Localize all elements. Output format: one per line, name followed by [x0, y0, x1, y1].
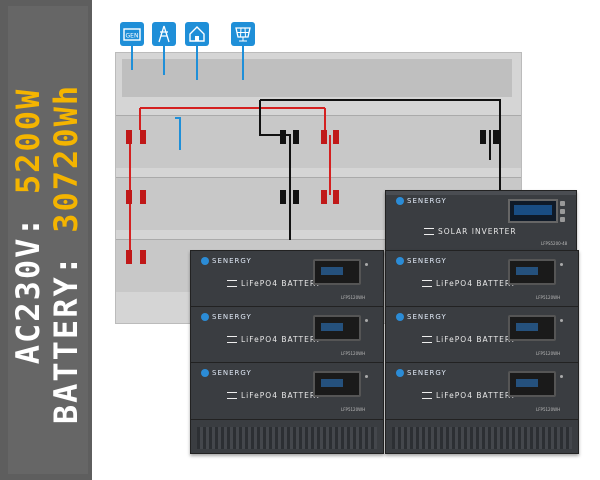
brand-logo-icon: [201, 369, 209, 377]
battery-brand: SENERGY: [201, 257, 252, 265]
battery-brand-text: SENERGY: [212, 369, 252, 377]
black-bus: [260, 99, 501, 190]
battery-led: [560, 319, 563, 322]
battery-led: [560, 375, 563, 378]
inverter-brand: SENERGY: [396, 197, 447, 205]
model-bars-icon: [422, 280, 432, 287]
battery-module: SENERGY LiFePO4 BATTERY LFP5120WH: [190, 362, 384, 420]
inverter-button: [560, 201, 565, 206]
battery-display: [313, 259, 361, 285]
model-bars-icon: [422, 336, 432, 343]
inverter-button: [560, 217, 565, 222]
battery-model-text: LiFePO4 BATTERY: [436, 279, 517, 288]
battery-model-text: LiFePO4 BATTERY: [241, 335, 322, 344]
battery-module: SENERGY LiFePO4 BATTERY LFP5120WH: [190, 250, 384, 308]
battery-model: LiFePO4 BATTERY: [422, 391, 516, 400]
battery-led: [560, 263, 563, 266]
battery-led: [365, 263, 368, 266]
black-chain-left: [259, 100, 291, 240]
battery-brand-text: SENERGY: [407, 369, 447, 377]
gen-icon-label: GEN: [126, 33, 139, 40]
grid-tower-icon: [152, 22, 176, 46]
battery-model: LiFePO4 BATTERY: [422, 279, 516, 288]
battery-brand-text: SENERGY: [212, 313, 252, 321]
battery-code: LFP5120WH: [341, 295, 366, 300]
generator-icon: GEN: [120, 22, 144, 46]
brand-logo-icon: [396, 313, 404, 321]
battery-schematic-row-1: [116, 115, 521, 168]
battery-module: SENERGY LiFePO4 BATTERY LFP5120WH: [385, 250, 579, 308]
battery-model-text: LiFePO4 BATTERY: [241, 391, 322, 400]
battery-code: LFP5120WH: [536, 407, 561, 412]
brand-logo-icon: [201, 313, 209, 321]
inverter-model: SOLAR INVERTER: [424, 227, 517, 236]
battery-brand: SENERGY: [396, 257, 447, 265]
battery-brand: SENERGY: [201, 369, 252, 377]
battery-model: LiFePO4 BATTERY: [227, 391, 321, 400]
battery-model-text: LiFePO4 BATTERY: [436, 335, 517, 344]
house-icon: [185, 22, 209, 46]
battery-model-text: LiFePO4 BATTERY: [436, 391, 517, 400]
inverter-display: [508, 199, 558, 223]
battery-model: LiFePO4 BATTERY: [227, 335, 321, 344]
solar-panel-icon: [231, 22, 255, 46]
brand-logo-icon: [396, 257, 404, 265]
battery-code: LFP5120WH: [536, 351, 561, 356]
battery-code: LFP5120WH: [341, 407, 366, 412]
brand-logo-icon: [201, 257, 209, 265]
model-bars-icon: [424, 228, 434, 235]
inverter-button: [560, 209, 565, 214]
battery-base-vent: [392, 427, 572, 449]
solar-inverter: SENERGY SOLAR INVERTER LFPS5200-48: [385, 190, 577, 254]
battery-brand-text: SENERGY: [407, 257, 447, 265]
inverter-top-edge: [386, 191, 576, 195]
battery-display: [508, 371, 556, 397]
model-bars-icon: [227, 280, 237, 287]
battery-led: [365, 319, 368, 322]
battery-model: LiFePO4 BATTERY: [227, 279, 321, 288]
battery-model: LiFePO4 BATTERY: [422, 335, 516, 344]
battery-module: SENERGY LiFePO4 BATTERY LFP5120WH: [385, 362, 579, 420]
battery-led: [365, 375, 368, 378]
red-drop-top: [139, 108, 326, 130]
model-bars-icon: [422, 392, 432, 399]
terminals: [126, 130, 499, 264]
battery-display: [313, 371, 361, 397]
brand-logo-icon: [396, 369, 404, 377]
spec-banner: AC230V: 5200W BATTERY: 30720Wh: [0, 0, 92, 480]
battery-module: SENERGY LiFePO4 BATTERY LFP5120WH: [385, 306, 579, 364]
inverter-model-text: SOLAR INVERTER: [438, 227, 517, 236]
battery-code: LFP5120WH: [536, 295, 561, 300]
banner-inner: [8, 6, 88, 474]
model-bars-icon: [227, 392, 237, 399]
battery-display: [508, 315, 556, 341]
inverter-code: LFPS5200-48: [541, 241, 568, 246]
battery-brand: SENERGY: [201, 313, 252, 321]
brand-logo-icon: [396, 197, 404, 205]
battery-brand-text: SENERGY: [212, 257, 252, 265]
battery-brand-text: SENERGY: [407, 313, 447, 321]
battery-brand: SENERGY: [396, 369, 447, 377]
model-bars-icon: [227, 336, 237, 343]
battery-module: SENERGY LiFePO4 BATTERY LFP5120WH: [190, 306, 384, 364]
battery-brand: SENERGY: [396, 313, 447, 321]
inverter-brand-text: SENERGY: [407, 197, 447, 205]
inverter-schematic: [122, 59, 512, 97]
battery-display: [508, 259, 556, 285]
comm-cable: [175, 117, 181, 150]
battery-model-text: LiFePO4 BATTERY: [241, 279, 322, 288]
battery-code: LFP5120WH: [341, 351, 366, 356]
battery-base-vent: [197, 427, 377, 449]
battery-display: [313, 315, 361, 341]
